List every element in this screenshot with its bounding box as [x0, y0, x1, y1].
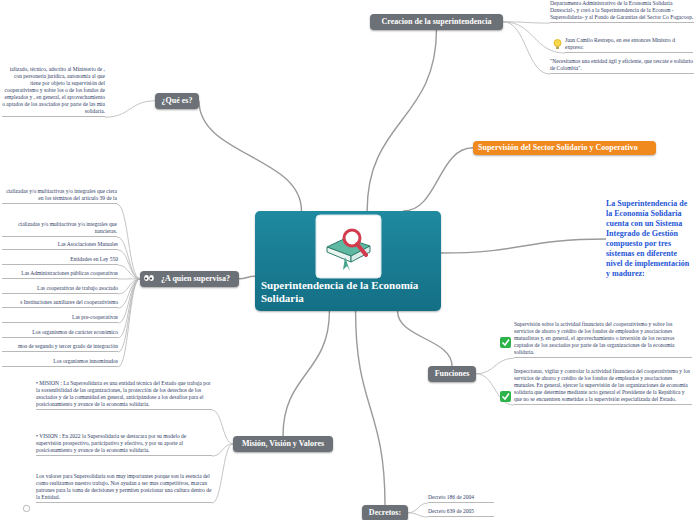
connector — [367, 30, 436, 211]
connector — [117, 204, 140, 279]
connector — [212, 444, 233, 503]
note-text: Supervisión sobre la actividad financier… — [514, 321, 692, 358]
branch-label: Funciones — [428, 366, 476, 382]
connector — [441, 239, 606, 253]
node-text: • MISION : La Supersolidaria es una enti… — [36, 380, 212, 408]
connector — [503, 22, 550, 74]
connector — [476, 358, 514, 374]
connector — [503, 22, 565, 53]
branch-label: ¿A quien supervisa? — [140, 271, 239, 287]
connector — [212, 410, 233, 444]
connector — [408, 503, 428, 513]
branch-label: Creacion de la superintendencia — [370, 14, 503, 30]
node-text: ¿Qué es? — [159, 96, 195, 106]
connector — [408, 513, 428, 517]
connector — [239, 276, 255, 279]
marker-icon — [23, 505, 29, 511]
node-text: Decreto 186 de 2004 — [428, 494, 494, 501]
list-item: Entidades en Ley 550 — [2, 256, 118, 265]
branch-label: Misión, Visión y Valores — [233, 436, 333, 452]
node-text: Decreto 639 de 2005 — [428, 508, 494, 515]
node-text: Las pre-cooperativas — [2, 314, 118, 321]
node-text: Entidades en Ley 550 — [2, 256, 118, 263]
note-text: Inspeccionar, vigilar y controlar la act… — [514, 368, 692, 405]
highlight-box: Supervisión del Sector Solidario y Coope… — [473, 141, 656, 155]
node-text: Supervisión del Sector Solidario y Coope… — [478, 143, 651, 153]
connector — [283, 311, 329, 436]
list-item: cializadas y/o multiactivas y/o integral… — [2, 188, 117, 204]
node-text: "Necesitamos una entidad ágil y eficient… — [550, 58, 694, 72]
eyes-icon — [144, 275, 154, 281]
connector — [199, 101, 301, 211]
node-text: Juan Camilo Restrepo, en ese entonces Mi… — [565, 37, 693, 51]
note-text: Departamento Administrativo de la Econom… — [550, 0, 694, 23]
connector — [398, 311, 452, 366]
connector — [118, 279, 140, 308]
node-text: Misión, Visión y Valores — [237, 439, 329, 449]
list-item: Los organismos de carácter económico — [2, 329, 118, 338]
node-text: Las Asociaciones Mutuales — [2, 241, 118, 248]
list-item: Las pre-cooperativas — [2, 314, 118, 323]
list-item: cializadas y/o multiactivas y/o integral… — [2, 221, 117, 237]
node-text: Creacion de la superintendencia — [374, 17, 499, 27]
note-text: • VISION : En 2022 la Supersolidaria se … — [36, 433, 212, 456]
connector — [118, 250, 140, 279]
node-text: La Superintendencia de la Economía Solid… — [606, 199, 694, 279]
note-text: ializado, técnico, adscrito al Ministeri… — [2, 66, 105, 117]
list-item: mos de segundo y tercer grado de integra… — [2, 343, 118, 352]
central-topic: Superintendencia de la Economía Solidari… — [255, 211, 441, 311]
node-text: s Instituciones auxiliares del cooperati… — [2, 299, 118, 306]
connector — [403, 148, 473, 211]
node-text: cializadas y/o multiactivas y/o integral… — [2, 188, 117, 202]
check-icon — [500, 337, 511, 348]
list-item: Decreto 639 de 2005 — [428, 508, 494, 517]
connector — [118, 279, 140, 352]
list-item: Los organismos innominados — [2, 358, 118, 367]
branch-label: Decretos: — [362, 505, 408, 520]
connector — [118, 265, 140, 279]
node-text: Superintendencia de la Economía Solidari… — [261, 279, 435, 305]
note-text: • MISION : La Supersolidaria es una enti… — [36, 380, 212, 410]
node-text: Decretos: — [366, 508, 404, 518]
central-icon — [316, 215, 381, 278]
node-text: Los organismos innominados — [2, 358, 118, 365]
connector — [118, 279, 140, 338]
list-item: Las cooperativas de trabajo asociado — [2, 285, 118, 294]
connector — [117, 237, 140, 279]
branch-label: ¿Qué es? — [155, 93, 199, 109]
note-text: Juan Camilo Restrepo, en ese entonces Mi… — [565, 37, 693, 53]
node-text: Los organismos de carácter económico — [2, 329, 118, 336]
list-item: s Instituciones auxiliares del cooperati… — [2, 299, 118, 308]
connector — [476, 374, 514, 405]
connector — [356, 311, 385, 505]
note-text: Los valores para Supersolidaria son muy … — [36, 473, 212, 503]
node-text: Supervisión sobre la actividad financier… — [514, 321, 692, 356]
node-text: mos de segundo y tercer grado de integra… — [2, 343, 118, 350]
list-item: Decreto 186 de 2004 — [428, 494, 494, 503]
node-text: Las cooperativas de trabajo asociado — [2, 285, 118, 292]
node-text: Funciones — [432, 369, 472, 379]
check-icon — [500, 391, 511, 402]
node-text: Departamento Administrativo de la Econom… — [550, 0, 694, 21]
bulb-icon — [554, 40, 561, 50]
connector — [105, 101, 155, 117]
node-text: Inspeccionar, vigilar y controlar la act… — [514, 368, 692, 403]
node-text: ializado, técnico, adscrito al Ministeri… — [2, 66, 105, 115]
list-item: Las Administraciones públicas cooperativ… — [2, 270, 118, 279]
list-item: Las Asociaciones Mutuales — [2, 241, 118, 250]
connector — [118, 279, 140, 367]
callout-text: La Superintendencia de la Economía Solid… — [606, 199, 694, 279]
note-text: "Necesitamos una entidad ágil y eficient… — [550, 58, 694, 74]
node-text: ¿A quien supervisa? — [156, 274, 235, 284]
node-text: Los valores para Supersolidaria son muy … — [36, 473, 212, 501]
node-text: Las Administraciones públicas cooperativ… — [2, 270, 118, 277]
node-text: cializadas y/o multiactivas y/o integral… — [2, 221, 117, 235]
node-text: • VISION : En 2022 la Supersolidaria se … — [36, 433, 212, 454]
